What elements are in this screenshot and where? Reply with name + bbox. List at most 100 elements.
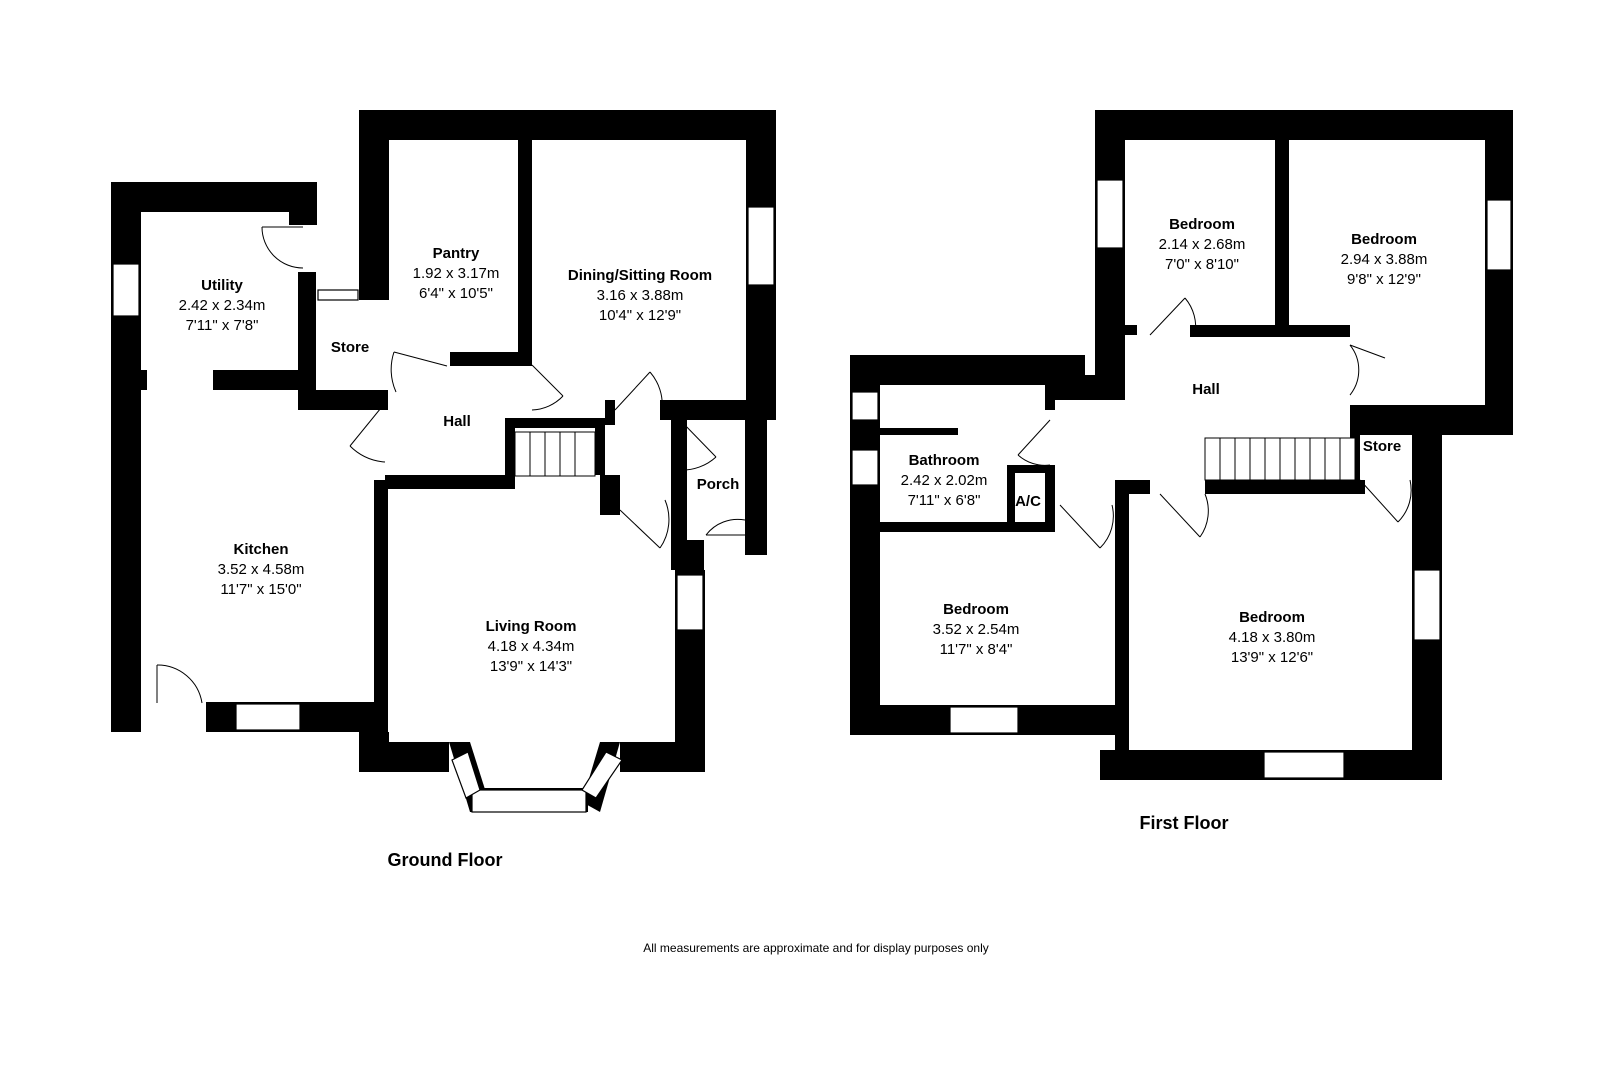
room-metric-kitchen: 3.52 x 4.58m [218, 561, 305, 578]
staircase [514, 431, 596, 477]
window [1096, 179, 1124, 249]
window [112, 263, 140, 317]
wall [605, 400, 615, 425]
room-name-hall-first: Hall [1192, 381, 1220, 398]
wall [671, 540, 704, 570]
room-name-ac: A/C [1015, 493, 1041, 510]
room-metric-bedroom-rear: 2.94 x 3.88m [1341, 251, 1428, 268]
room-name-store-first: Store [1363, 438, 1401, 455]
room-imperial-bedroom-left: 11'7" x 8'4" [940, 641, 1013, 658]
room-metric-dining: 3.16 x 3.88m [597, 287, 684, 304]
wall [1007, 465, 1015, 525]
wall [1115, 480, 1150, 494]
room-imperial-living: 13'9" x 14'3" [490, 658, 572, 675]
room-imperial-dining: 10'4" x 12'9" [599, 307, 681, 324]
wall [1007, 465, 1052, 473]
wall [213, 370, 303, 390]
wall [359, 110, 389, 300]
room-metric-bathroom: 2.42 x 2.02m [901, 472, 988, 489]
wall [450, 352, 532, 366]
wall [1045, 465, 1055, 530]
wall [1205, 480, 1365, 494]
room-imperial-bedroom-rear: 9'8" x 12'9" [1347, 271, 1421, 288]
room-name-bathroom: Bathroom [909, 452, 980, 469]
window [851, 449, 879, 486]
wall [1190, 325, 1350, 337]
window [1413, 569, 1441, 641]
window [581, 751, 623, 799]
wall [1045, 385, 1055, 410]
wall [671, 415, 687, 540]
room-name-living: Living Room [486, 618, 577, 635]
first-floor-labels: Bedroom 2.14 x 2.68m 7'0" x 8'10" Bedroo… [901, 216, 1428, 833]
room-name-bedroom-small: Bedroom [1169, 216, 1235, 233]
wall [1275, 140, 1289, 325]
door [156, 226, 746, 704]
room-metric-pantry: 1.92 x 3.17m [413, 265, 500, 282]
room-metric-bedroom-left: 3.52 x 2.54m [933, 621, 1020, 638]
window [949, 706, 1019, 734]
room-name-hall: Hall [443, 413, 471, 430]
staircase [1204, 437, 1356, 481]
wall [880, 522, 1055, 532]
wall [600, 475, 620, 515]
room-metric-utility: 2.42 x 2.34m [179, 297, 266, 314]
room-name-bedroom-main: Bedroom [1239, 609, 1305, 626]
disclaimer: All measurements are approximate and for… [643, 941, 989, 955]
room-imperial-utility: 7'11" x 7'8" [186, 317, 259, 334]
wall [505, 418, 605, 428]
wall [1485, 110, 1513, 435]
wall [1125, 325, 1137, 335]
room-metric-bedroom-main: 4.18 x 3.80m [1229, 629, 1316, 646]
wall [850, 355, 1085, 385]
wall [298, 390, 388, 410]
window [451, 751, 481, 799]
room-name-utility: Utility [201, 277, 243, 294]
wall [620, 742, 705, 772]
room-name-bedroom-left: Bedroom [943, 601, 1009, 618]
wall [518, 140, 532, 365]
room-imperial-pantry: 6'4" x 10'5" [419, 285, 493, 302]
first-floor-plan [850, 110, 1513, 780]
room-imperial-bathroom: 7'11" x 6'8" [908, 492, 981, 509]
door [1017, 297, 1412, 549]
ground-floor-title: Ground Floor [388, 850, 503, 870]
wall [111, 182, 317, 212]
first-floor-title: First Floor [1140, 813, 1229, 833]
wall [880, 428, 958, 435]
wall [385, 475, 505, 489]
room-name-bedroom-rear: Bedroom [1351, 231, 1417, 248]
ground-floor-plan [111, 110, 776, 813]
wall [745, 415, 767, 555]
window [676, 574, 704, 631]
wall [298, 272, 316, 390]
window [235, 703, 301, 731]
wall [1115, 480, 1129, 780]
window [471, 789, 587, 813]
window [1263, 751, 1345, 779]
room-imperial-bedroom-small: 7'0" x 8'10" [1165, 256, 1239, 273]
window [317, 289, 359, 301]
room-imperial-kitchen: 11'7" x 15'0" [220, 581, 301, 598]
wall [1095, 110, 1513, 140]
wall [1055, 375, 1125, 400]
wall [595, 418, 605, 475]
room-name-kitchen: Kitchen [233, 541, 288, 558]
ground-floor-labels: Utility 2.42 x 2.34m 7'11" x 7'8" Pantry… [179, 245, 740, 870]
wall [141, 370, 147, 390]
window [1486, 199, 1512, 271]
room-metric-bedroom-small: 2.14 x 2.68m [1159, 236, 1246, 253]
room-name-porch: Porch [697, 476, 740, 493]
wall [505, 418, 515, 489]
wall [359, 110, 776, 140]
wall [1095, 110, 1125, 400]
wall [289, 182, 317, 225]
window [747, 206, 775, 286]
room-name-pantry: Pantry [433, 245, 480, 262]
room-name-dining: Dining/Sitting Room [568, 267, 712, 284]
wall [374, 480, 388, 732]
wall [359, 742, 449, 772]
window [851, 391, 879, 421]
room-name-store: Store [331, 339, 369, 356]
